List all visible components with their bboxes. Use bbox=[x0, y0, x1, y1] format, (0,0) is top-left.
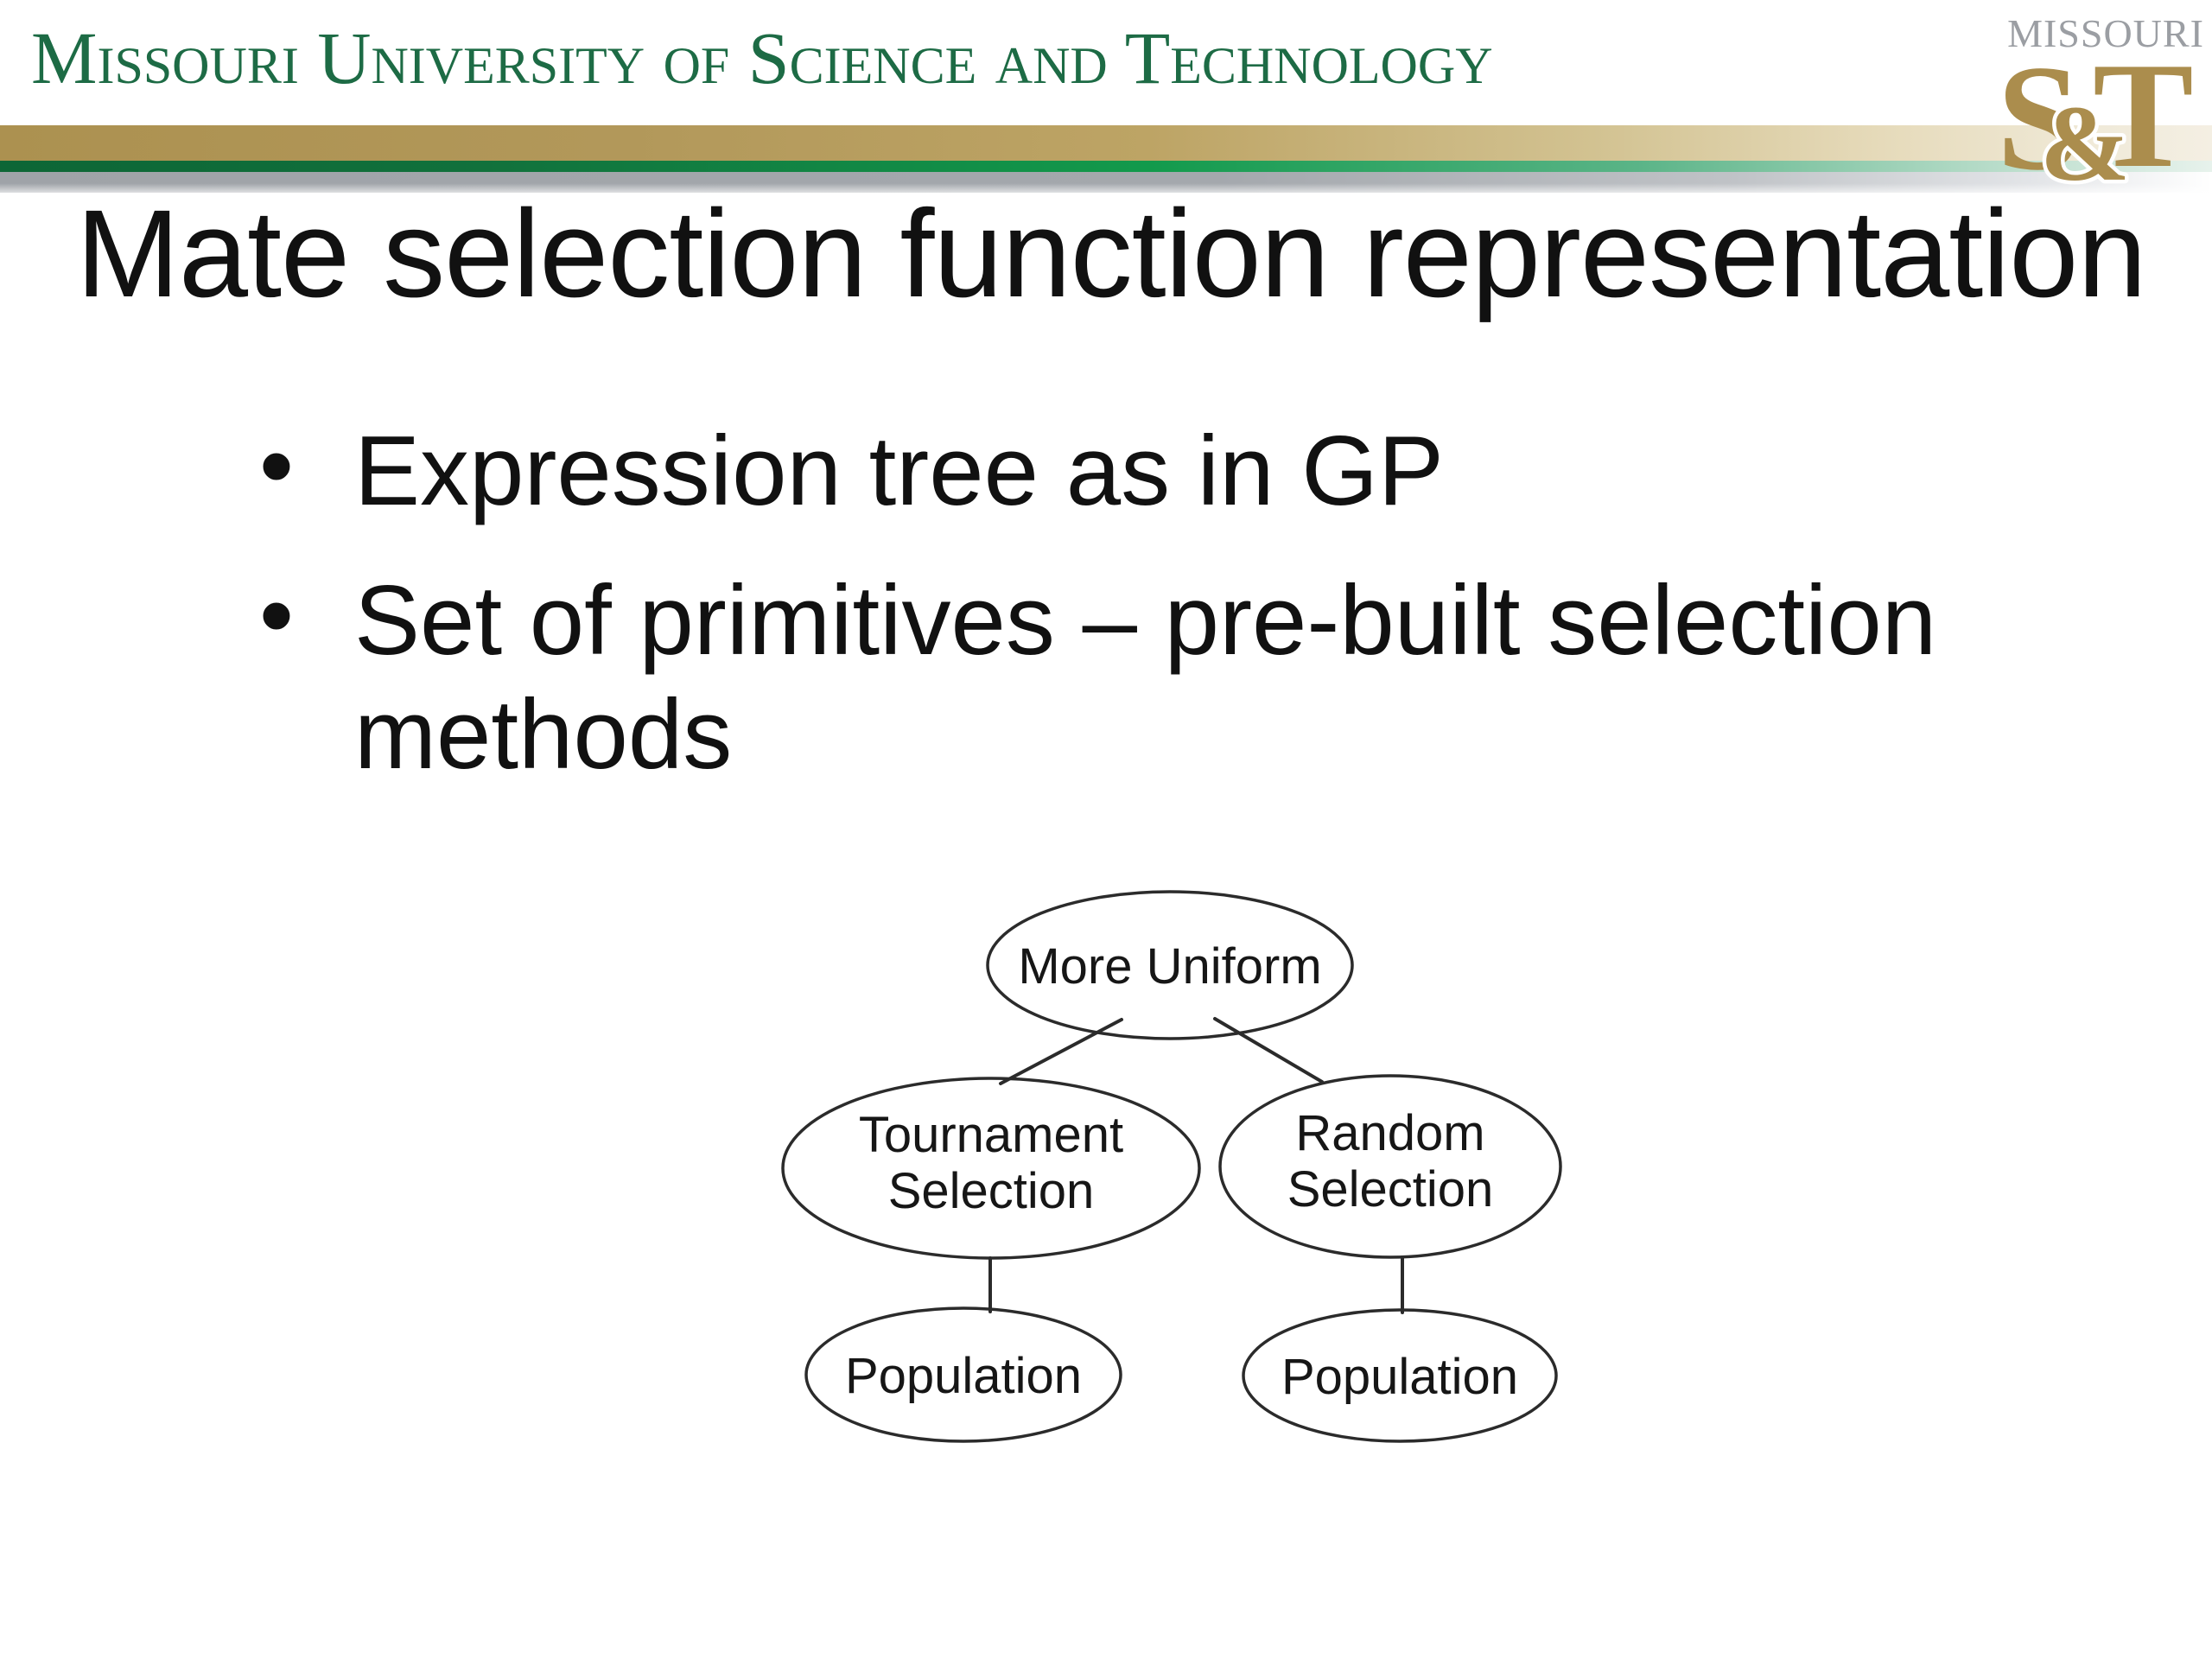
node-random-selection bbox=[1218, 1074, 1562, 1259]
edge-root-to-tournament bbox=[999, 1018, 1123, 1085]
node-population-left bbox=[804, 1306, 1122, 1443]
node-population-right bbox=[1242, 1308, 1558, 1443]
logo-ampersand: & bbox=[2040, 85, 2130, 188]
node-label-random-selection: Selection bbox=[1287, 1161, 1494, 1217]
node-label-tournament: Tournament bbox=[859, 1107, 1123, 1163]
node-label-random: Random bbox=[1295, 1105, 1484, 1161]
node-label-more-uniform: More Uniform bbox=[1018, 938, 1321, 995]
bullet-text: Expression tree as in GP bbox=[354, 416, 1444, 526]
logo-missouri-text: MISSOURI bbox=[2007, 11, 2204, 55]
university-name: Missouri University of Science and Techn… bbox=[31, 16, 1493, 99]
node-label-population-right: Population bbox=[1281, 1349, 1518, 1405]
green-bar bbox=[0, 161, 2212, 172]
bullet-text: Set of primitives – pre-built selection … bbox=[354, 566, 1937, 791]
bullet-list: • Expression tree as in GP • Set of prim… bbox=[259, 411, 1979, 793]
missouri-st-logo: MISSOURI S T & bbox=[1997, 11, 2204, 188]
logo-s-letter: S bbox=[1997, 34, 2081, 188]
node-more-uniform bbox=[986, 890, 1354, 1040]
logo-t-letter: T bbox=[2093, 31, 2194, 188]
gold-bar bbox=[0, 125, 2212, 161]
bullet-item: • Set of primitives – pre-built selectio… bbox=[259, 561, 1979, 792]
gray-bar bbox=[0, 172, 2212, 193]
edge-root-to-random bbox=[1213, 1017, 1324, 1084]
bullet-item: • Expression tree as in GP bbox=[259, 411, 1979, 529]
node-label-population-left: Population bbox=[845, 1348, 1082, 1404]
bullet-dot: • bbox=[259, 411, 294, 521]
bullet-dot: • bbox=[259, 561, 294, 671]
node-label-tournament-selection: Selection bbox=[888, 1163, 1095, 1219]
slide-title: Mate selection function representation bbox=[76, 184, 2146, 323]
